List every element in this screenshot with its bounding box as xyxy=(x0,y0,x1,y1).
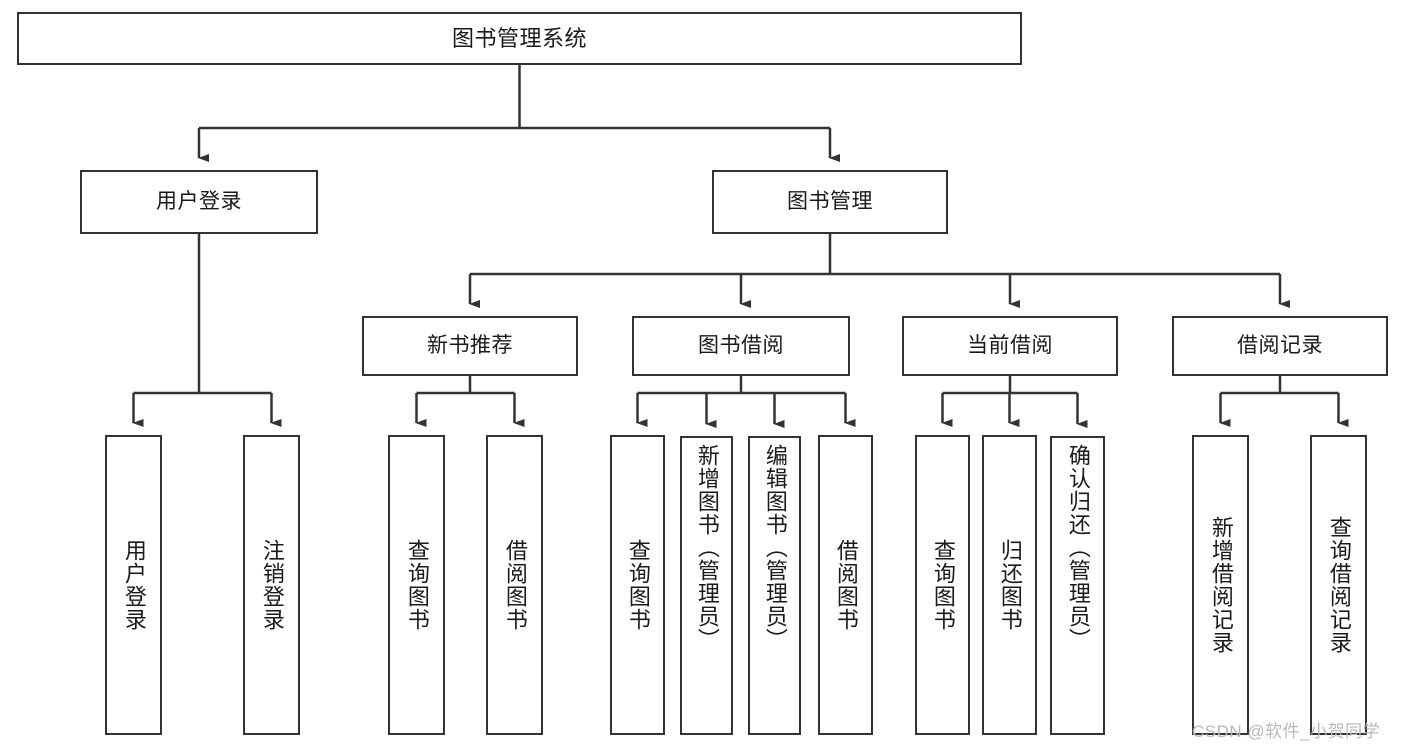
leaf-edit-book[interactable]: 编辑图书（管理员） xyxy=(748,436,801,735)
leaf-return-book[interactable]: 归还图书 xyxy=(982,435,1037,735)
node-borrow-record-label: 借阅记录 xyxy=(1237,333,1323,357)
leaf-query-book-2[interactable]: 查询图书 xyxy=(610,435,665,735)
node-book-manage[interactable]: 图书管理 xyxy=(712,170,948,234)
leaf-confirm-return[interactable]: 确认归还（管理员） xyxy=(1050,436,1105,735)
node-book-borrow[interactable]: 图书借阅 xyxy=(632,316,850,376)
leaf-add-borrow-record[interactable]: 新增借阅记录 xyxy=(1192,435,1249,735)
node-root-label: 图书管理系统 xyxy=(451,25,587,51)
leaf-user-login-label: 用户登录 xyxy=(121,539,147,631)
node-user-login[interactable]: 用户登录 xyxy=(80,170,318,234)
leaf-query-book-1[interactable]: 查询图书 xyxy=(388,435,445,735)
leaf-confirm-return-label: 确认归还（管理员） xyxy=(1065,444,1091,651)
node-root[interactable]: 图书管理系统 xyxy=(17,12,1022,65)
node-new-book-recommend[interactable]: 新书推荐 xyxy=(362,316,578,376)
leaf-add-book[interactable]: 新增图书（管理员） xyxy=(680,436,733,735)
leaf-borrow-book-1[interactable]: 借阅图书 xyxy=(486,435,543,735)
node-book-borrow-label: 图书借阅 xyxy=(698,333,784,357)
node-user-login-label: 用户登录 xyxy=(156,189,242,213)
leaf-query-borrow-record-label: 查询借阅记录 xyxy=(1326,516,1352,654)
leaf-query-book-1-label: 查询图书 xyxy=(404,539,430,631)
leaf-user-login[interactable]: 用户登录 xyxy=(105,435,162,735)
watermark: CSDN @软件_小贺同学 xyxy=(1192,722,1381,741)
leaf-borrow-book-2[interactable]: 借阅图书 xyxy=(818,435,873,735)
leaf-query-book-3-label: 查询图书 xyxy=(930,539,956,631)
leaf-edit-book-label: 编辑图书（管理员） xyxy=(762,444,788,651)
leaf-add-borrow-record-label: 新增借阅记录 xyxy=(1208,516,1234,654)
leaf-user-logout[interactable]: 注销登录 xyxy=(243,435,300,735)
node-new-book-recommend-label: 新书推荐 xyxy=(427,333,513,357)
node-borrow-record[interactable]: 借阅记录 xyxy=(1172,316,1388,376)
leaf-query-borrow-record[interactable]: 查询借阅记录 xyxy=(1310,435,1367,735)
node-book-manage-label: 图书管理 xyxy=(787,189,873,213)
leaf-borrow-book-2-label: 借阅图书 xyxy=(833,539,859,631)
leaf-return-book-label: 归还图书 xyxy=(997,539,1023,631)
node-current-borrow-label: 当前借阅 xyxy=(967,333,1053,357)
leaf-query-book-3[interactable]: 查询图书 xyxy=(915,435,970,735)
node-current-borrow[interactable]: 当前借阅 xyxy=(902,316,1118,376)
leaf-query-book-2-label: 查询图书 xyxy=(625,539,651,631)
leaf-add-book-label: 新增图书（管理员） xyxy=(694,444,720,651)
leaf-borrow-book-1-label: 借阅图书 xyxy=(502,539,528,631)
leaf-user-logout-label: 注销登录 xyxy=(259,539,285,631)
